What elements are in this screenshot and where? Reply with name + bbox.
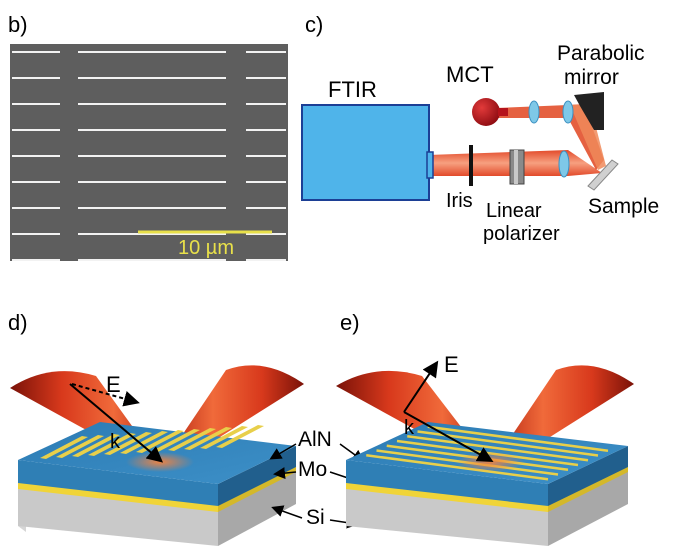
mo-front-d (18, 482, 218, 512)
sample-plate (587, 159, 619, 191)
parabolic-mirror (574, 92, 604, 130)
grating-stripe (184, 427, 232, 450)
iris-label: Iris (446, 190, 473, 212)
mct-detector (472, 98, 500, 126)
beam-spot-e (456, 452, 524, 472)
panel-d-label: d) (8, 310, 28, 335)
si-right-e (548, 470, 628, 546)
mct-stem (498, 108, 508, 116)
panel-c: c) FTIR Iris Linear polarizer MCT Parabo… (301, 12, 659, 245)
mo-front-e (346, 482, 548, 512)
aln-front-d (18, 460, 218, 506)
grating-stripe (88, 433, 136, 456)
panel-d: d) E k AlN Mo Si (8, 310, 369, 546)
ftir-label: FTIR (328, 77, 377, 102)
k-vector-label-e: k (404, 417, 415, 439)
e-field-label-e: E (444, 352, 459, 377)
ftir-box (301, 104, 430, 201)
k-vector-label-d: k (110, 431, 121, 453)
panel-e: e) E k (336, 310, 634, 546)
si-right-d (218, 470, 296, 546)
aln-right-d (218, 446, 296, 506)
si-label: Si (306, 506, 325, 529)
e-field-arrow-e (403, 360, 439, 413)
panel-b-label: b) (8, 12, 28, 37)
k-vector-e (403, 411, 494, 462)
lens-mct-2 (562, 100, 574, 124)
panel-c-label: c) (305, 12, 323, 37)
grating-stripe (120, 431, 168, 454)
grating-stripe (72, 434, 120, 457)
polarizer-edge (514, 150, 518, 184)
sem-image (10, 44, 288, 261)
grating-stripe (366, 454, 549, 481)
scale-bar-label: 10 µm (178, 237, 234, 259)
grating-stripe (40, 436, 88, 459)
si-pointer-left (271, 505, 303, 519)
panel-e-label: e) (340, 310, 360, 335)
ftir-port (426, 151, 434, 179)
grating-stripe (56, 435, 104, 458)
k-vector-d (69, 383, 164, 463)
mo-right-e (548, 466, 628, 512)
beam-reflect (570, 104, 606, 170)
aln-right-e (548, 446, 628, 506)
grating-stripe (104, 432, 152, 455)
grating-stripe (168, 428, 216, 451)
si-front-d (18, 486, 218, 546)
sem-grating-lines (12, 51, 286, 261)
aln-pointer-left (269, 443, 297, 460)
mct-label: MCT (446, 62, 494, 87)
grating-stripe (407, 435, 589, 462)
grating-stripe (427, 425, 609, 452)
grating-stripe (216, 425, 264, 448)
aln-label: AlN (298, 428, 332, 451)
grating-stripes-d (40, 425, 264, 459)
panel-b: b) 10 µm (8, 12, 288, 261)
lens-input (558, 150, 570, 178)
mirror-label: mirror (564, 66, 619, 89)
sample-label: Sample (588, 195, 659, 218)
si-front-e (346, 486, 548, 546)
grating-stripe (200, 426, 248, 449)
lens-mct (528, 100, 540, 124)
linear-label: Linear (486, 200, 542, 222)
mo-pointer-left (273, 467, 297, 480)
aln-front-e (346, 460, 548, 506)
polarizer-label: polarizer (483, 223, 560, 245)
parabolic-label: Parabolic (557, 42, 645, 65)
grating-stripe (152, 429, 200, 452)
beam-spot-d (126, 452, 194, 472)
mo-label: Mo (298, 458, 327, 481)
e-field-label-d: E (106, 372, 121, 397)
